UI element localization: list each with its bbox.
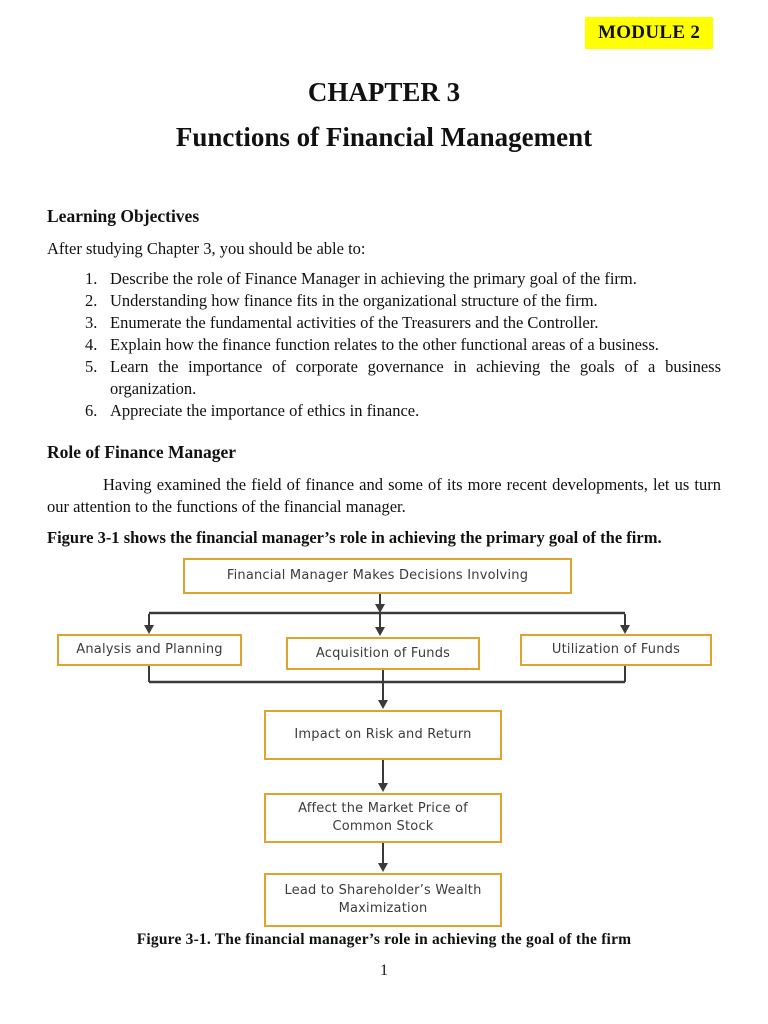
flowchart-connectors [144, 594, 630, 872]
list-item: 4. Explain how the finance function relat… [47, 334, 721, 356]
list-item-text: Appreciate the importance of ethics in f… [110, 401, 420, 420]
flow-node-acquisition-funds: Acquisition of Funds [286, 637, 480, 670]
list-item-number: 2. [85, 291, 98, 310]
objectives-intro: After studying Chapter 3, you should be … [47, 239, 366, 258]
list-item-number: 3. [85, 313, 98, 332]
role-paragraph: Having examined the field of finance and… [47, 475, 721, 516]
role-heading: Role of Finance Manager [47, 442, 237, 462]
chapter-title: CHAPTER 3 [307, 77, 461, 107]
list-item-text: Understanding how finance fits in the or… [110, 291, 598, 310]
flow-node-risk-return: Impact on Risk and Return [264, 710, 502, 760]
figure-3-1-flowchart: Financial Manager Makes Decisions Involv… [0, 558, 768, 950]
figure-caption: Figure 3-1. The financial manager’s role… [136, 931, 632, 948]
list-item: 2. Understanding how finance fits in the … [47, 290, 721, 312]
flow-node-utilization-funds: Utilization of Funds [520, 634, 712, 666]
list-item: 1. Describe the role of Finance Manager i… [47, 268, 721, 290]
objectives-list: 1. Describe the role of Finance Manager i… [47, 268, 721, 422]
list-item: 6. Appreciate the importance of ethics in… [47, 400, 721, 422]
list-item-text: Learn the importance of corporate govern… [110, 357, 721, 398]
list-item-number: 5. [85, 357, 98, 376]
list-item-text: Explain how the finance function relates… [110, 335, 659, 354]
flow-node-analysis-planning: Analysis and Planning [57, 634, 242, 666]
flow-node-decisions: Financial Manager Makes Decisions Involv… [183, 558, 572, 594]
flow-node-shareholder-wealth: Lead to Shareholder’s Wealth Maximizatio… [264, 873, 502, 927]
page-number: 1 [380, 962, 388, 979]
figure-lead-sentence: Figure 3-1 shows the financial manager’s… [47, 527, 721, 549]
list-item: 5. Learn the importance of corporate gove… [47, 356, 721, 400]
body-column: Learning Objectives After studying Chapt… [47, 204, 721, 549]
list-item-text: Enumerate the fundamental activities of … [110, 313, 599, 332]
page-title: Functions of Financial Management [175, 122, 593, 152]
list-item-number: 4. [85, 335, 98, 354]
list-item: 3. Enumerate the fundamental activities o… [47, 312, 721, 334]
list-item-number: 1. [85, 269, 98, 288]
flow-node-market-price: Affect the Market Price of Common Stock [264, 793, 502, 843]
list-item-number: 6. [85, 401, 98, 420]
figure-lead-label: Figure 3-1 [47, 528, 120, 547]
list-item-text: Describe the role of Finance Manager in … [110, 269, 637, 288]
learning-objectives-heading: Learning Objectives [47, 206, 200, 226]
figure-lead-text: shows the financial manager’s role in ac… [123, 528, 662, 547]
module-badge: MODULE 2 [585, 17, 714, 49]
